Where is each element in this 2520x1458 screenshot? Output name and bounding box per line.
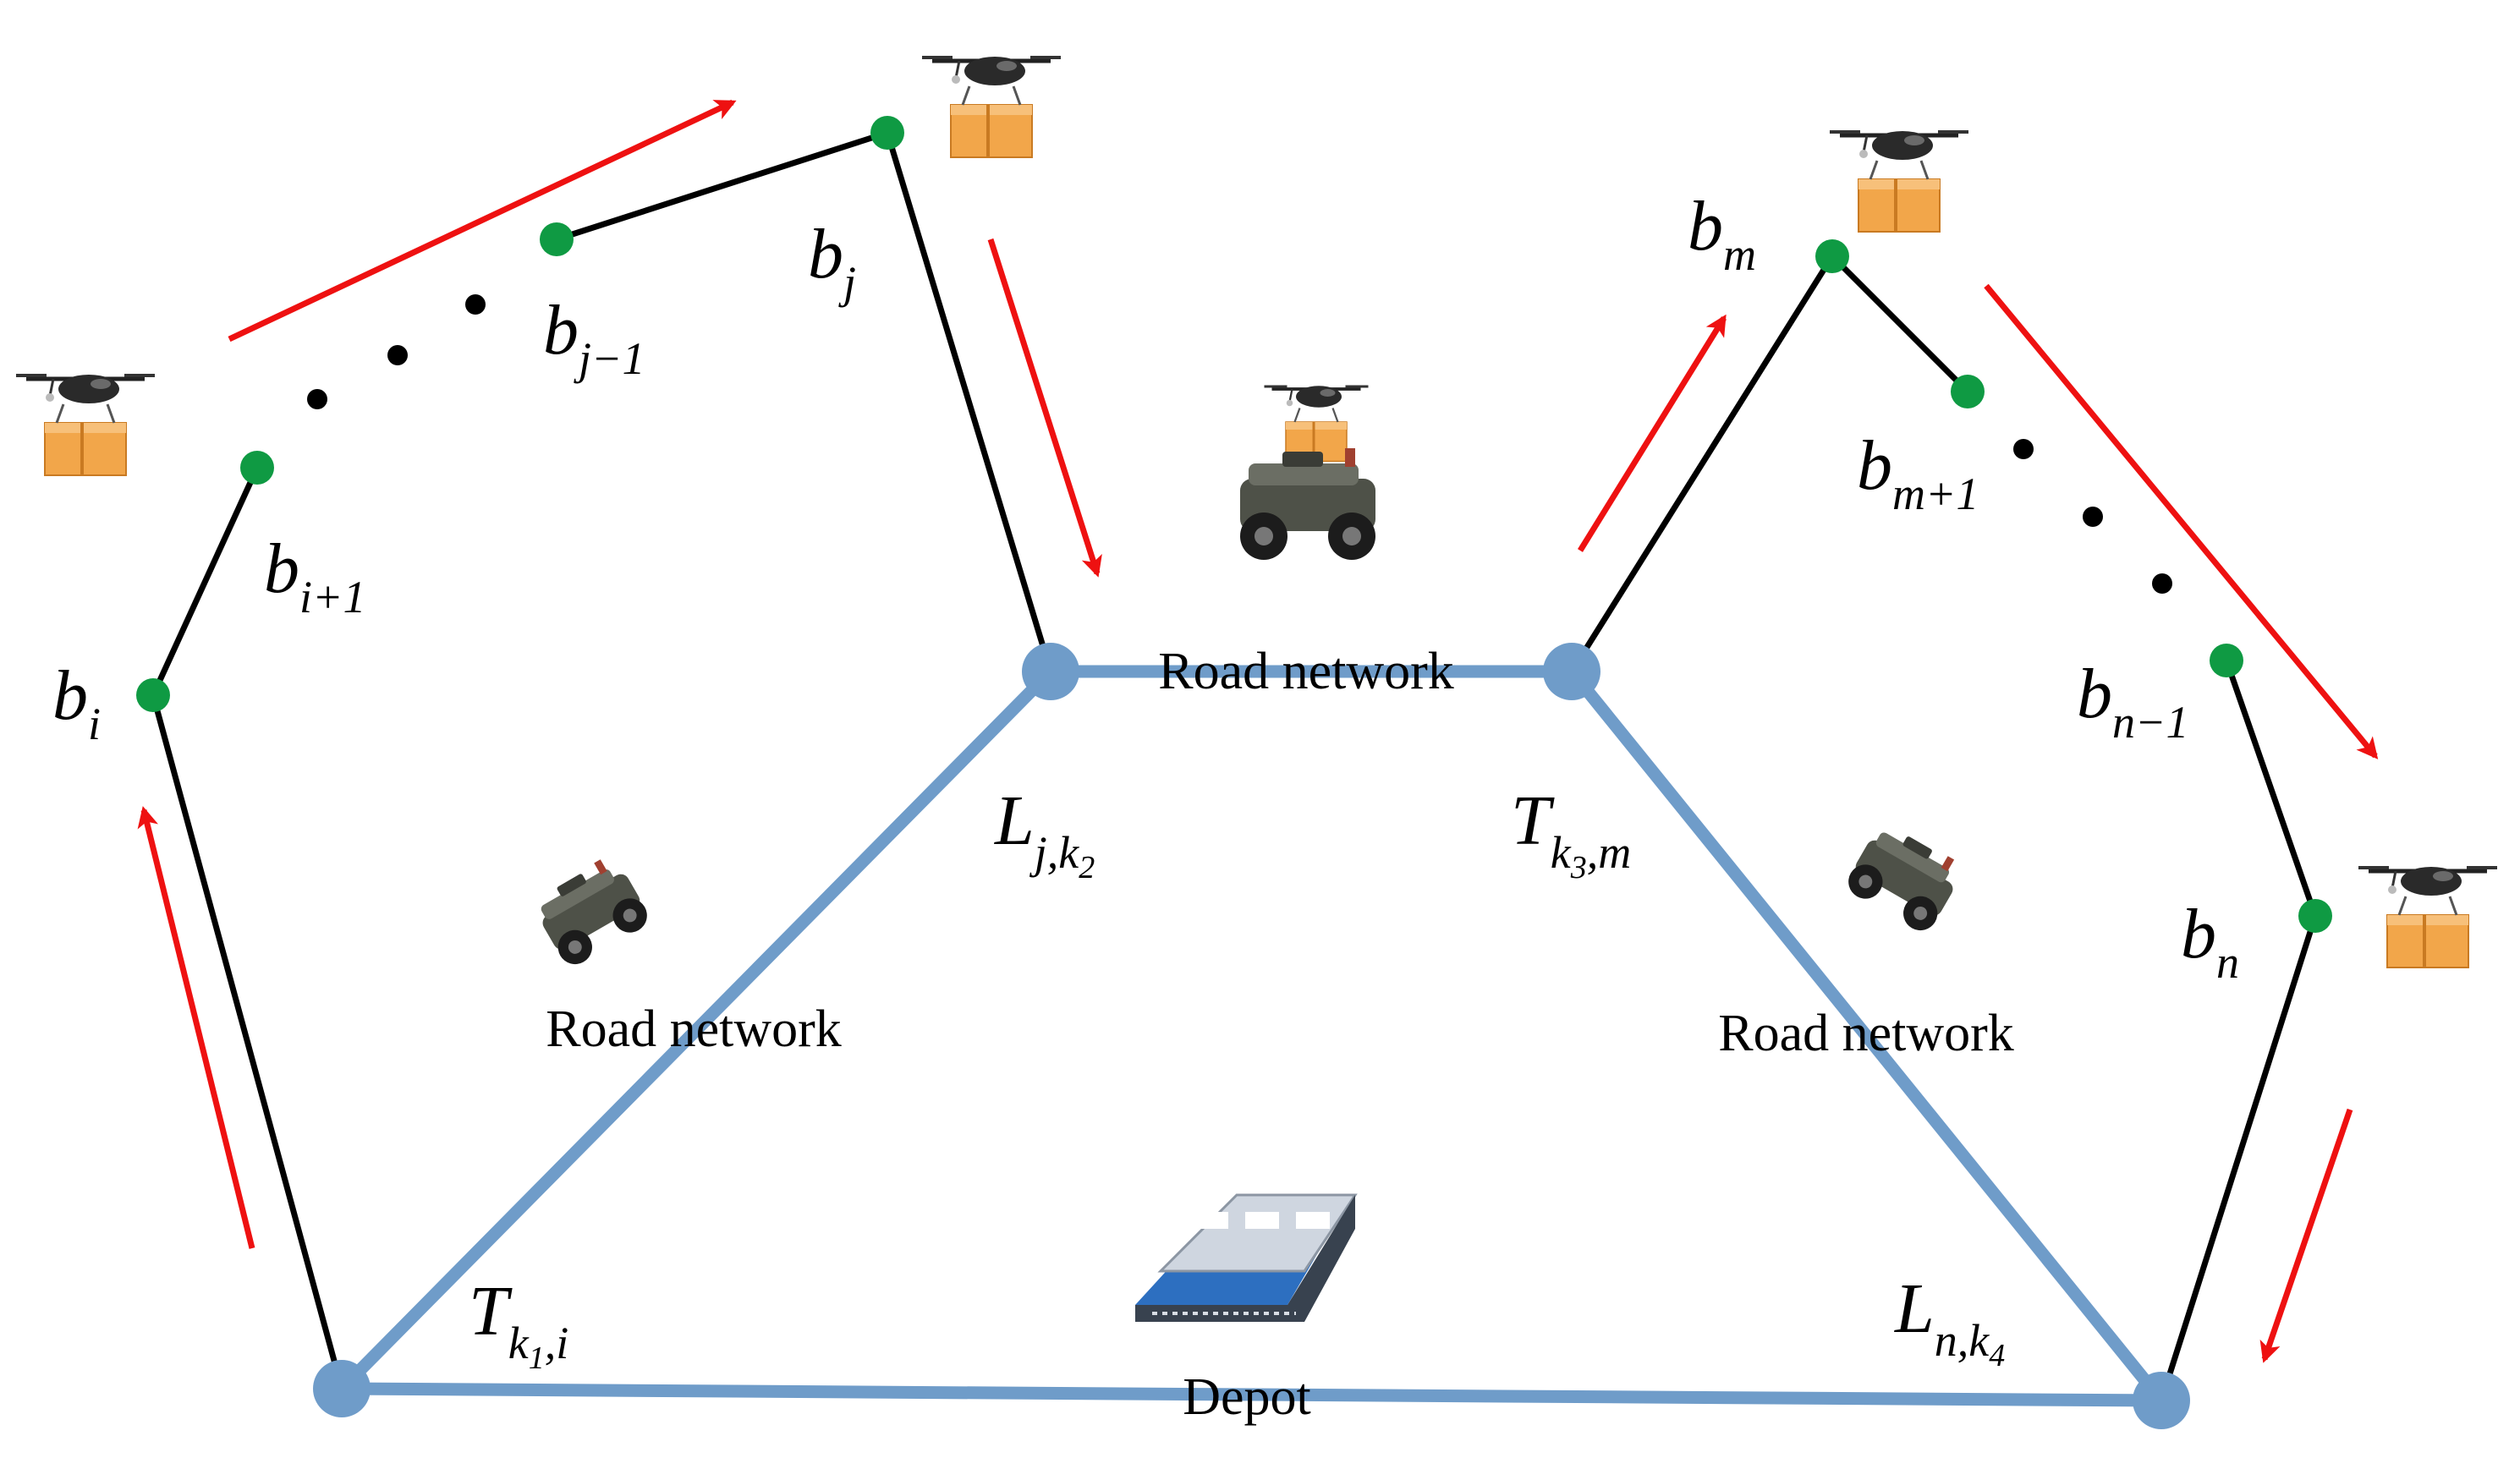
node-b-i xyxy=(136,678,170,712)
drone-with-package-icon xyxy=(2358,867,2497,967)
label-b-j1: bj−1 xyxy=(543,291,645,384)
node-T-k3-m xyxy=(1543,643,1600,700)
label-b-i: bi xyxy=(52,656,101,749)
label-L-n-k4: Ln,k4 xyxy=(1894,1269,2005,1373)
label-b-n: bn xyxy=(2181,895,2239,988)
label-L-j-k2: Lj,k2 xyxy=(994,781,1095,885)
node-L-n-k4 xyxy=(2133,1372,2190,1429)
direction-arrows xyxy=(137,99,2379,1363)
road-network xyxy=(335,665,2168,1407)
label-b-m: bm xyxy=(1688,187,1756,280)
label-b-m1: bm+1 xyxy=(1857,426,1979,519)
label-T-k1-i: Tk1,i xyxy=(469,1272,568,1376)
node-T-k1-i xyxy=(313,1360,371,1417)
customer-nodes xyxy=(136,116,2332,933)
node-b-j xyxy=(870,116,904,150)
road-network-label-left: Road network xyxy=(546,1000,842,1058)
label-b-i1: bi+1 xyxy=(264,529,365,622)
node-b-m xyxy=(1815,239,1849,273)
road-network-label-top: Road network xyxy=(1158,643,1454,700)
label-T-k3-m: Tk3,m xyxy=(1511,781,1631,885)
node-b-i1 xyxy=(240,451,274,485)
drone-paths xyxy=(150,129,2319,1404)
node-b-j1 xyxy=(540,222,574,256)
label-b-j: bj xyxy=(808,215,856,308)
ground-vehicle-icon xyxy=(528,852,654,971)
node-b-n1 xyxy=(2210,644,2243,677)
node-L-j-k2 xyxy=(1022,643,1079,700)
node-b-n xyxy=(2298,899,2332,933)
depot-label: Depot xyxy=(1183,1368,1311,1426)
road-nodes xyxy=(313,643,2190,1429)
node-b-m1 xyxy=(1951,375,1985,408)
ground-vehicle-icon xyxy=(1842,818,1968,937)
label-b-n1: bn−1 xyxy=(2077,655,2188,748)
drone-with-package-icon xyxy=(922,57,1061,157)
ground-vehicle-icon xyxy=(1240,448,1375,560)
drone-with-package-icon xyxy=(16,375,155,475)
road-network-label-right: Road network xyxy=(1718,1005,2014,1062)
ellipsis-dots xyxy=(307,294,2172,594)
depot-building-icon xyxy=(1135,1193,1358,1322)
drone-with-package-icon xyxy=(1830,131,1968,232)
